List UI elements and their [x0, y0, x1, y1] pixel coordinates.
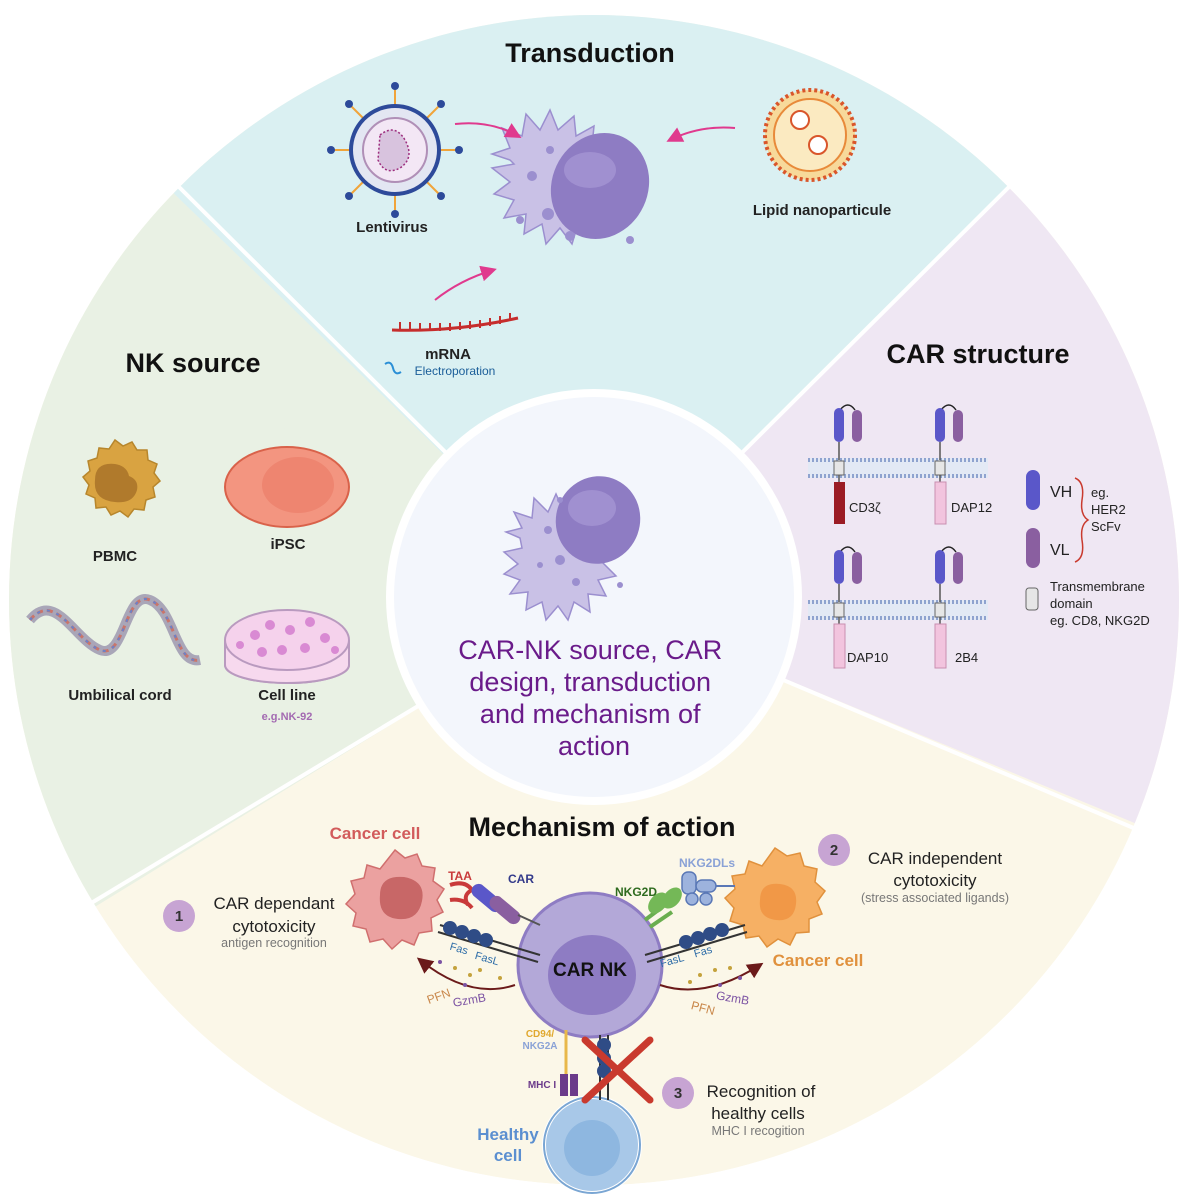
- granules-left: [438, 960, 502, 987]
- cd3z-label: CD3ζ: [849, 500, 881, 515]
- gzmb-right-label: GzmB: [715, 988, 750, 1008]
- fas-fasl-right: [644, 923, 748, 963]
- taa-car-binding: [449, 881, 541, 926]
- badge-2: [818, 834, 850, 866]
- lnp-label: Lipid nanoparticule: [753, 202, 891, 219]
- mrna-label: mRNA: [425, 346, 471, 363]
- svg-text:1: 1: [175, 908, 183, 925]
- m2-line1: CAR independent: [868, 849, 1002, 868]
- umbilical-cord-label: Umbilical cord: [68, 687, 171, 704]
- gzmb-left-label: GzmB: [452, 990, 487, 1010]
- center-circle: [394, 397, 794, 797]
- eg-label: eg.: [1091, 485, 1109, 500]
- center-nk-cell: [502, 476, 641, 622]
- healthy-label-2: cell: [494, 1146, 522, 1165]
- blocked-cross-icon: [581, 1036, 654, 1104]
- scfv-bracket: [1074, 477, 1090, 563]
- ipsc-label: iPSC: [270, 536, 305, 553]
- m3-line1: Recognition of: [707, 1082, 816, 1101]
- svg-text:2: 2: [830, 842, 838, 859]
- cancer-cell-left-label: Cancer cell: [330, 824, 421, 843]
- vl-label: VL: [1050, 542, 1070, 559]
- tm-swatch: [1025, 587, 1039, 611]
- center-title: CAR-NK source, CAR design, transduction …: [458, 635, 730, 761]
- granules-right: [688, 966, 742, 987]
- healthy-cell: [542, 1095, 642, 1195]
- cell-line-example: e.g.NK-92: [262, 711, 313, 723]
- car-2b4: [934, 546, 963, 669]
- pbmc-label: PBMC: [93, 548, 137, 565]
- her2-label: HER2: [1091, 502, 1126, 517]
- nkg2a-label: NKG2A: [522, 1041, 557, 1052]
- m1-sub: antigen recognition: [221, 936, 327, 950]
- cd94-label: CD94/: [526, 1029, 555, 1040]
- lipid-nanoparticle-icon: [763, 88, 857, 182]
- lentivirus-label: Lentivirus: [356, 219, 428, 236]
- nk-source-title: NK source: [125, 348, 260, 378]
- arrow-lentivirus: [454, 122, 522, 138]
- mechanism-title: Mechanism of action: [468, 812, 735, 842]
- taa-label: TAA: [448, 869, 472, 883]
- vh-swatch: [1026, 470, 1040, 510]
- car-nk-cell: [516, 891, 664, 1039]
- car-legend: [1025, 470, 1090, 611]
- car-nk-label: CAR NK: [553, 960, 627, 981]
- fas-left-label: Fas: [448, 941, 469, 958]
- healthy-label-1: Healthy: [477, 1125, 539, 1144]
- fas-right-label: Fas: [693, 944, 714, 961]
- transduction-title: Transduction: [505, 38, 675, 68]
- pbmc-icon: [81, 438, 162, 519]
- nkg2d-binding: [643, 871, 735, 929]
- ipsc-icon: [224, 446, 350, 528]
- electroporation-label: Electroporation: [415, 364, 496, 378]
- svg-text:3: 3: [674, 1085, 682, 1102]
- dap10-label: DAP10: [847, 650, 888, 665]
- arrow-lnp: [666, 126, 736, 142]
- m1-line2: cytotoxicity: [232, 917, 316, 936]
- m3-line2: healthy cells: [711, 1104, 805, 1123]
- cancer-cell-right: [723, 846, 827, 949]
- m2-sub: (stress associated ligands): [861, 891, 1009, 905]
- 2b4-label: 2B4: [955, 650, 978, 665]
- m1-line1: CAR dependant: [214, 894, 335, 913]
- granule-arrow-right: [659, 962, 764, 991]
- badge-1: [163, 900, 195, 932]
- mhc-label: MHC I: [528, 1080, 557, 1091]
- vl-swatch: [1026, 528, 1040, 568]
- car-cd3z: [833, 404, 862, 524]
- fas-fasl-left: [437, 921, 541, 963]
- arrow-mrna: [434, 265, 497, 301]
- m3-sub: MHC I recogition: [711, 1124, 804, 1138]
- tm-label-1: Transmembrane: [1050, 579, 1145, 594]
- transduced-nk-cell: [489, 108, 650, 246]
- cell-line-label: Cell line: [258, 687, 316, 704]
- lentivirus-icon: [327, 82, 463, 218]
- car-structure-title: CAR structure: [886, 339, 1069, 369]
- vh-label: VH: [1050, 484, 1072, 501]
- badge-3: [662, 1077, 694, 1109]
- tm-label-2: domain: [1050, 596, 1093, 611]
- electroporation-icon: [384, 361, 402, 375]
- m2-line2: cytotoxicity: [893, 871, 977, 890]
- car-label: CAR: [508, 872, 534, 886]
- scfv-label: ScFv: [1091, 519, 1121, 534]
- car-dap12: [934, 404, 963, 525]
- granule-arrow-left: [416, 957, 516, 991]
- dap12-label: DAP12: [951, 500, 992, 515]
- cancer-cell-left: [344, 848, 446, 951]
- tm-label-3: eg. CD8, NKG2D: [1050, 613, 1150, 628]
- umbilical-cord-icon: [26, 594, 201, 666]
- mrna-icon: [391, 313, 519, 332]
- car-dap10: [833, 546, 862, 669]
- cancer-cell-right-label: Cancer cell: [773, 951, 864, 970]
- pfn-right-label: PFN: [690, 998, 717, 1018]
- petri-dish-icon: [224, 609, 350, 684]
- nkg2d-label: NKG2D: [615, 885, 657, 899]
- nkg2dls-label: NKG2DLs: [679, 856, 735, 870]
